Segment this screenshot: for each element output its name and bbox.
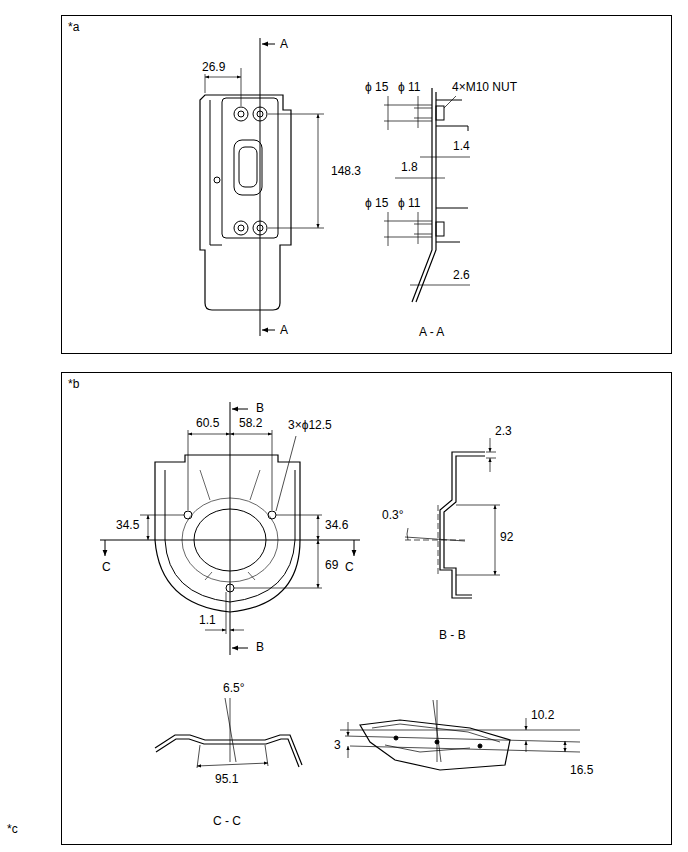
bracket-b-front-view — [100, 402, 360, 655]
dimension-label: 4×M10 NUT — [451, 80, 518, 94]
dimension-label: 34.6 — [324, 518, 349, 532]
dimension-label: ϕ 15 — [364, 80, 389, 94]
dimension-label: 0.3° — [381, 508, 404, 522]
dimension-label: C — [344, 560, 355, 574]
dimension-label: C - C — [212, 814, 242, 828]
bracket-front-view — [200, 38, 324, 336]
dimension-label: 60.5 — [195, 416, 220, 430]
dimension-label: 95.1 — [214, 772, 239, 786]
dimension-label: A — [279, 37, 289, 51]
dimension-label: 16.5 — [569, 763, 594, 777]
figure-panel: *b — [61, 372, 672, 845]
section-a-a — [384, 88, 470, 302]
dimension-label: ϕ 15 — [364, 196, 389, 210]
dimension-label: 148.3 — [330, 164, 362, 178]
figure-panel: *a — [61, 15, 672, 354]
dimension-label: B — [255, 401, 265, 415]
dimension-label: 10.2 — [530, 708, 555, 722]
panel-label: *a — [62, 16, 85, 38]
section-c-c — [155, 698, 302, 768]
dimension-label: ϕ 11 — [397, 80, 422, 94]
section-b-b — [405, 438, 500, 598]
dimension-label: 3×ϕ12.5 — [287, 418, 333, 432]
dimension-label: 3 — [333, 738, 342, 752]
dimension-label: *c — [6, 822, 19, 836]
dimension-label: B — [255, 640, 265, 654]
dimension-label: ϕ 11 — [397, 196, 422, 210]
dimension-label: 1.1 — [198, 613, 217, 627]
dimension-label: 26.9 — [201, 60, 226, 74]
panel-label: *b — [62, 373, 85, 395]
bracket-oblique-view — [340, 700, 580, 770]
dimension-label: 2.3 — [494, 424, 513, 438]
dimension-label: B - B — [438, 628, 467, 642]
dimension-label: 2.6 — [452, 268, 471, 282]
dimension-label: 1.8 — [400, 160, 419, 174]
dimension-label: 58.2 — [238, 416, 263, 430]
dimension-label: A - A — [418, 325, 445, 339]
dimension-label: 1.4 — [452, 139, 471, 153]
dimension-label: 6.5° — [222, 681, 245, 695]
dimension-label: 69 — [324, 558, 339, 572]
dimension-label: 34.5 — [115, 518, 140, 532]
dimension-label: C — [101, 560, 112, 574]
dimension-label: 92 — [499, 530, 514, 544]
dimension-label: A — [279, 323, 289, 337]
